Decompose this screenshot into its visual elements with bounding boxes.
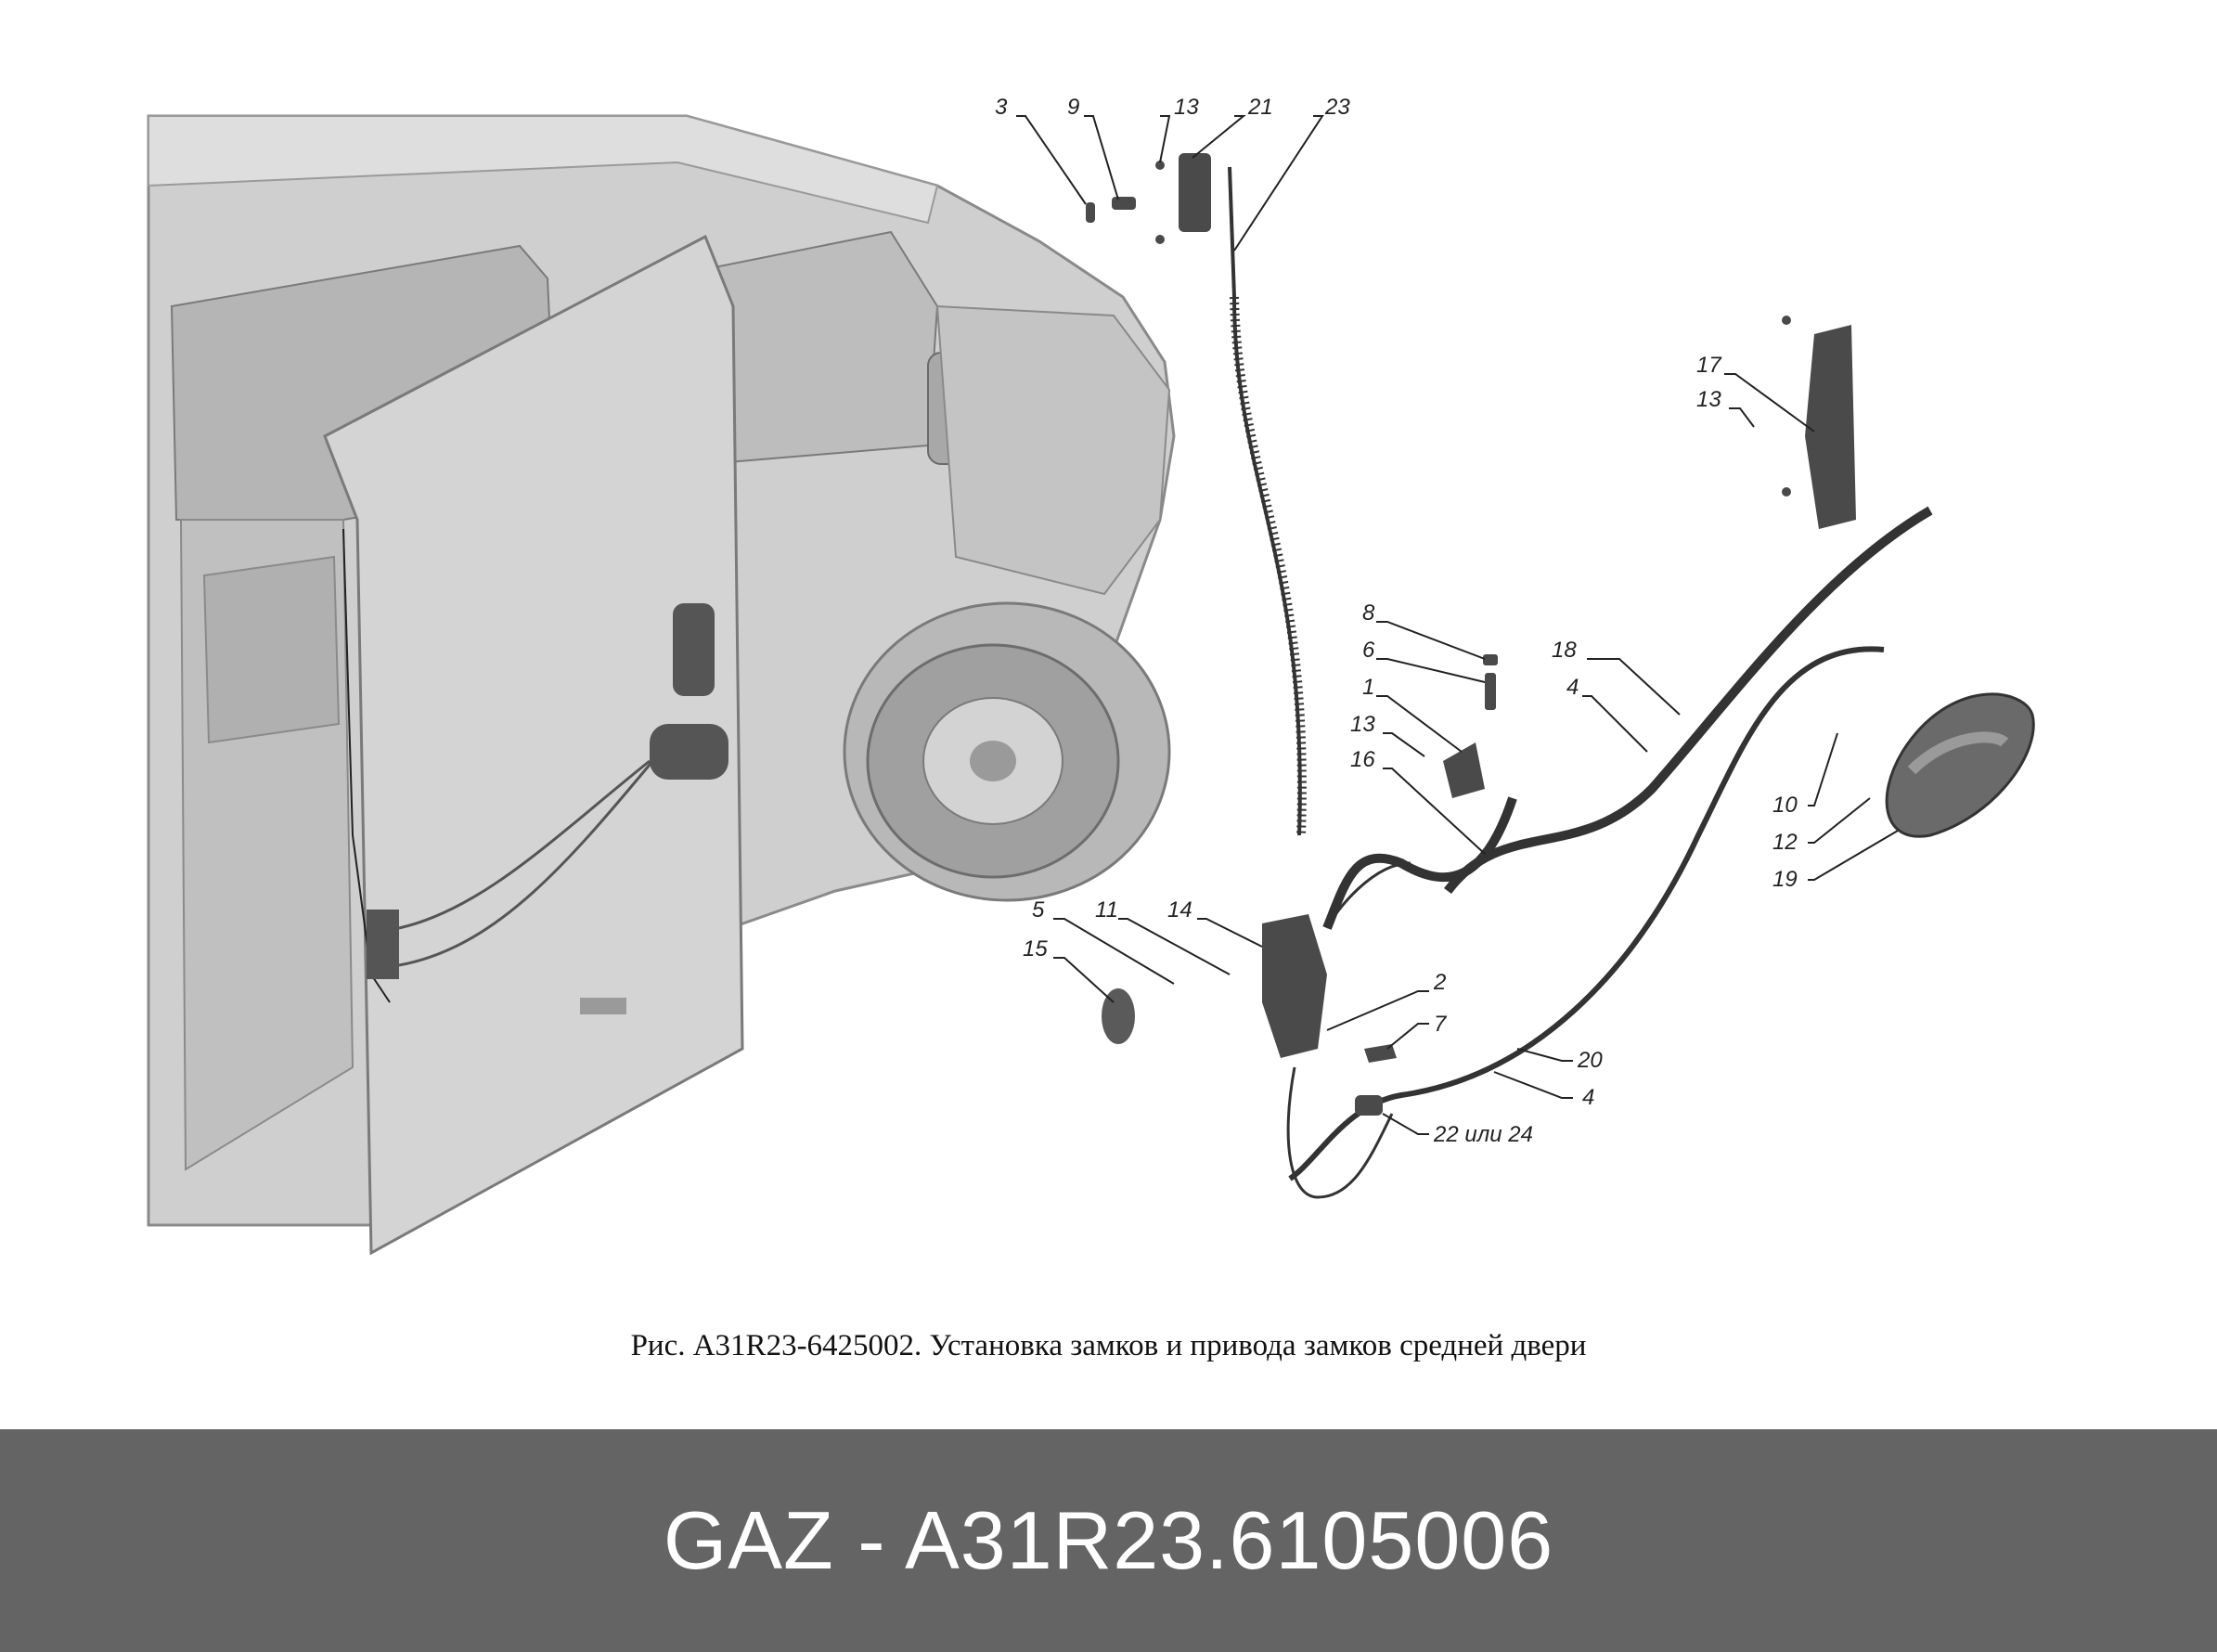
- svg-text:19: 19: [1772, 867, 1798, 892]
- svg-text:14: 14: [1167, 897, 1192, 923]
- callout-20: 20: [1516, 1048, 1603, 1073]
- svg-text:3: 3: [995, 95, 1008, 120]
- callout-5: 5: [1032, 897, 1175, 985]
- exploded-parts: [1086, 153, 2035, 1199]
- van-illustration: [147, 114, 1176, 1256]
- callout-8: 8: [1362, 600, 1486, 660]
- footer-bar: GAZ - A31R23.6105006: [0, 1429, 2217, 1652]
- svg-text:13: 13: [1350, 712, 1375, 737]
- callout-10: 10: [1772, 732, 1838, 818]
- svg-text:21: 21: [1247, 95, 1273, 120]
- figure-caption: Рис. A31R23-6425002. Установка замков и …: [630, 1329, 1587, 1362]
- callout-2: 2: [1326, 970, 1446, 1031]
- svg-text:8: 8: [1362, 600, 1375, 626]
- svg-text:11: 11: [1095, 897, 1118, 923]
- diagram-figure: 3 9 13 21 23 17: [147, 95, 2035, 1362]
- callout-13-mid: 13: [1350, 712, 1425, 757]
- inner-handle: [650, 724, 728, 780]
- callout-12: 12: [1772, 797, 1871, 855]
- svg-text:6: 6: [1362, 638, 1375, 663]
- svg-text:18: 18: [1552, 638, 1577, 663]
- svg-text:9: 9: [1067, 95, 1079, 120]
- callout-18: 18: [1552, 638, 1681, 716]
- exploded-diagram: 3 9 13 21 23 17: [147, 95, 2035, 1256]
- callout-17: 17: [1696, 353, 1815, 432]
- svg-text:16: 16: [1350, 747, 1375, 772]
- callout-13-right: 13: [1696, 387, 1755, 428]
- callout-22-or-24: 22 или 24: [1382, 1113, 1533, 1147]
- callout-21: 21: [1192, 95, 1273, 159]
- callouts: 3 9 13 21 23 17: [995, 95, 1899, 1147]
- part-number-title: GAZ - A31R23.6105006: [663, 1494, 1554, 1586]
- svg-text:2: 2: [1433, 970, 1446, 995]
- svg-text:13: 13: [1174, 95, 1199, 120]
- svg-text:7: 7: [1434, 1012, 1448, 1037]
- callout-16: 16: [1350, 747, 1486, 855]
- callout-14: 14: [1167, 897, 1263, 948]
- door-lock-mechanism: [367, 910, 399, 979]
- callout-11: 11: [1095, 897, 1231, 975]
- callout-1: 1: [1362, 675, 1463, 753]
- svg-text:10: 10: [1772, 793, 1798, 818]
- svg-text:17: 17: [1696, 353, 1722, 378]
- svg-text:4: 4: [1582, 1085, 1594, 1110]
- callout-23: 23: [1233, 95, 1350, 252]
- svg-text:4: 4: [1566, 675, 1579, 700]
- svg-text:20: 20: [1577, 1048, 1603, 1073]
- callout-15: 15: [1023, 936, 1115, 1003]
- svg-text:13: 13: [1696, 387, 1721, 412]
- svg-text:1: 1: [1362, 675, 1374, 700]
- svg-text:5: 5: [1032, 897, 1045, 923]
- callout-13: 13: [1159, 95, 1199, 163]
- svg-text:23: 23: [1324, 95, 1350, 120]
- svg-text:12: 12: [1772, 830, 1798, 855]
- callout-9: 9: [1067, 95, 1119, 200]
- callout-19: 19: [1772, 830, 1899, 892]
- callout-6: 6: [1362, 638, 1486, 683]
- callout-4-lower: 4: [1493, 1071, 1594, 1110]
- callout-7: 7: [1386, 1012, 1448, 1050]
- callout-3: 3: [995, 95, 1087, 205]
- svg-text:22 или 24: 22 или 24: [1433, 1122, 1533, 1147]
- callout-4-upper: 4: [1566, 675, 1648, 753]
- svg-text:15: 15: [1023, 936, 1048, 962]
